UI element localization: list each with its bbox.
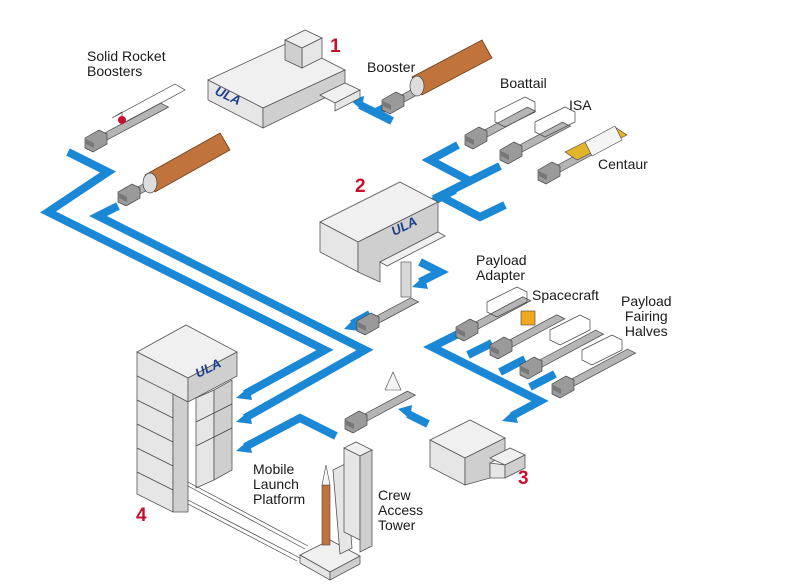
crew-access-tower	[343, 441, 373, 553]
route-payload-to-facility-3	[423, 330, 557, 420]
route-payload-to-facility-4	[243, 413, 338, 451]
arrowhead-facility-4-b	[236, 411, 252, 424]
srb-cargo	[144, 132, 231, 193]
arrowhead-adapter	[412, 276, 428, 289]
label-spacecraft: Spacecraft	[532, 287, 599, 303]
route-facility-2-out	[418, 258, 449, 286]
boattail-cargo	[494, 96, 536, 128]
arrowhead-facility-3-out	[398, 405, 412, 419]
facility-number-3: 3	[518, 468, 529, 489]
facility-3-building	[429, 419, 526, 486]
booster-cargo	[111, 39, 628, 391]
isa-cargo	[534, 106, 576, 138]
label-crew-access-tower: Crew Access Tower	[378, 487, 424, 533]
facility-1-building: ULA	[207, 29, 361, 129]
arrowhead-facility-3	[502, 410, 518, 423]
arrowhead-adapter-out	[344, 318, 359, 331]
truck-boattail	[464, 106, 537, 150]
label-payload-fairing-halves: Payload Fairing Halves	[621, 293, 672, 339]
label-mobile-launch-platform: Mobile Launch Platform	[253, 461, 306, 507]
truck-isa	[499, 121, 572, 165]
facility-2-building: ULA	[319, 181, 446, 283]
route-srb-2-to-facility-4	[89, 202, 374, 422]
label-centaur: Centaur	[598, 156, 648, 172]
truck-payload-adapter	[356, 297, 420, 336]
facility-number-2: 2	[355, 176, 366, 197]
label-booster: Booster	[367, 59, 416, 75]
route-upper-stages-to-facility-2	[421, 141, 507, 222]
label-boattail: Boattail	[500, 75, 547, 91]
payload-adapter-box	[486, 286, 528, 318]
facility-number-1: 1	[330, 36, 341, 57]
facility-4-building: ULA	[136, 324, 238, 513]
truck-payload-fairing-base	[455, 296, 532, 342]
truck-spacecraft	[489, 314, 566, 360]
truck-payload-to-vif	[344, 390, 417, 434]
fairing-box-2	[581, 334, 623, 366]
route-facility-3-out	[406, 410, 430, 428]
truck-srb-trailer	[84, 102, 170, 153]
launch-rails	[187, 481, 309, 562]
fairing-box-1	[549, 314, 591, 346]
launch-vehicle	[321, 484, 331, 546]
arrowhead-facility-4-a	[236, 387, 252, 400]
label-solid-rocket-boosters: Solid Rocket Boosters	[87, 48, 166, 79]
label-payload-adapter: Payload Adapter	[476, 252, 527, 283]
label-isa: ISA	[569, 97, 592, 113]
arrowhead-facility-4-c	[236, 440, 252, 453]
spacecraft-cargo	[520, 310, 536, 326]
truck-fairing-1	[519, 329, 605, 380]
facility-number-4: 4	[136, 505, 147, 526]
route-srb-1-to-facility-4	[40, 148, 334, 398]
truck-fairing-2	[551, 348, 637, 399]
payload-adapter-cargo	[400, 261, 412, 298]
